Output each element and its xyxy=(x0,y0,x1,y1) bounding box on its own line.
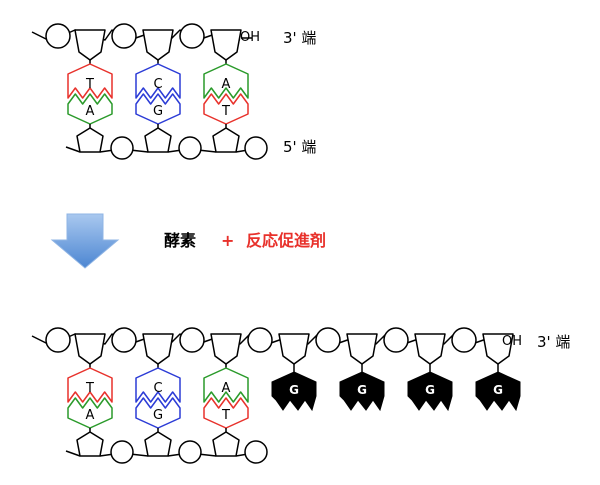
phosphate-circle xyxy=(178,440,202,464)
top-base-shape xyxy=(203,63,249,99)
enzyme-label: 酵素 xyxy=(164,231,196,250)
phosphate-circle xyxy=(110,136,134,160)
base-pair: TA xyxy=(67,367,113,429)
sugar-pentagon xyxy=(74,333,106,365)
phosphate-circle xyxy=(244,440,268,464)
sugar-pentagon xyxy=(144,431,172,457)
down-arrow-icon xyxy=(50,213,120,269)
top-base-shape xyxy=(67,367,113,403)
guanine-letter: G xyxy=(425,383,435,397)
added-base: G xyxy=(339,371,385,412)
top-base-letter: C xyxy=(153,77,162,92)
bottom-base-shape xyxy=(67,397,113,429)
bottom-base-shape xyxy=(135,397,181,429)
phosphate-circle xyxy=(383,327,409,353)
sugar-pentagon xyxy=(144,127,172,153)
oh-label: OH xyxy=(240,30,260,45)
top-base-shape xyxy=(67,63,113,99)
sugar-pentagon xyxy=(142,333,174,365)
base-pair: TA xyxy=(67,63,113,125)
added-base: G xyxy=(475,371,521,412)
guanine-shape xyxy=(271,371,317,412)
top-base-shape xyxy=(135,63,181,99)
oh-label: OH xyxy=(502,334,522,349)
phosphate-circle xyxy=(45,23,71,49)
promoter-label: 反応促進剤 xyxy=(246,231,326,250)
guanine-letter: G xyxy=(289,383,299,397)
top-backbone-extended: OH xyxy=(31,327,522,372)
phosphate-circle xyxy=(111,23,137,49)
reaction-step: 酵素 + 反応促進剤 xyxy=(50,213,326,269)
bottom-base-shape xyxy=(203,93,249,125)
phosphate-circle xyxy=(111,327,137,353)
bottom-base-shape xyxy=(203,397,249,429)
guanine-shape xyxy=(407,371,453,412)
bottom-backbone xyxy=(65,124,268,160)
base-pair: CG xyxy=(135,63,181,125)
guanine-shape xyxy=(475,371,521,412)
phosphate-circle xyxy=(110,440,134,464)
top-base-letter: A xyxy=(222,381,231,396)
added-base: G xyxy=(407,371,453,412)
sugar-pentagon xyxy=(76,431,104,457)
added-base: G xyxy=(271,371,317,412)
guanine-letter: G xyxy=(357,383,367,397)
phosphate-circle xyxy=(45,327,71,353)
phosphate-circle xyxy=(315,327,341,353)
sugar-pentagon xyxy=(210,333,242,365)
five-prime-end-label: 5' 端 xyxy=(283,138,316,156)
base-pair: CG xyxy=(135,367,181,429)
sugar-pentagon xyxy=(142,29,174,61)
top-base-letter: A xyxy=(222,77,231,92)
sugar-pentagon xyxy=(414,333,446,365)
phosphate-circle xyxy=(451,327,477,353)
sugar-pentagon xyxy=(482,333,514,365)
sugar-pentagon xyxy=(212,431,240,457)
sugar-pentagon xyxy=(346,333,378,365)
phosphate-circle xyxy=(247,327,273,353)
sugar-pentagon xyxy=(212,127,240,153)
base-pair: AT xyxy=(203,367,249,429)
bottom-base-letter: A xyxy=(86,104,95,119)
sugar-pentagon xyxy=(76,127,104,153)
bottom-backbone-after xyxy=(65,428,268,464)
sugar-pentagon xyxy=(210,29,242,61)
plus-sign: + xyxy=(221,231,234,250)
bottom-base-letter: A xyxy=(86,408,95,423)
bottom-base-letter: G xyxy=(153,408,163,423)
three-prime-end-label: 3' 端 xyxy=(537,333,570,351)
three-prime-end-label: 3' 端 xyxy=(283,29,316,47)
sugar-pentagon xyxy=(74,29,106,61)
top-base-letter: T xyxy=(85,77,94,92)
top-base-letter: C xyxy=(153,381,162,396)
guanine-letter: G xyxy=(493,383,503,397)
top-base-letter: T xyxy=(85,381,94,396)
top-base-shape xyxy=(203,367,249,403)
phosphate-circle xyxy=(178,136,202,160)
top-backbone: OH xyxy=(31,23,260,64)
phosphate-circle xyxy=(244,136,268,160)
phosphate-circle xyxy=(179,23,205,49)
bottom-base-letter: G xyxy=(153,104,163,119)
base-pair: AT xyxy=(203,63,249,125)
bottom-base-shape xyxy=(67,93,113,125)
bottom-base-letter: T xyxy=(221,408,230,423)
top-base-shape xyxy=(135,367,181,403)
bottom-base-shape xyxy=(135,93,181,125)
phosphate-circle xyxy=(179,327,205,353)
bottom-base-letter: T xyxy=(221,104,230,119)
sugar-pentagon xyxy=(278,333,310,365)
guanine-shape xyxy=(339,371,385,412)
